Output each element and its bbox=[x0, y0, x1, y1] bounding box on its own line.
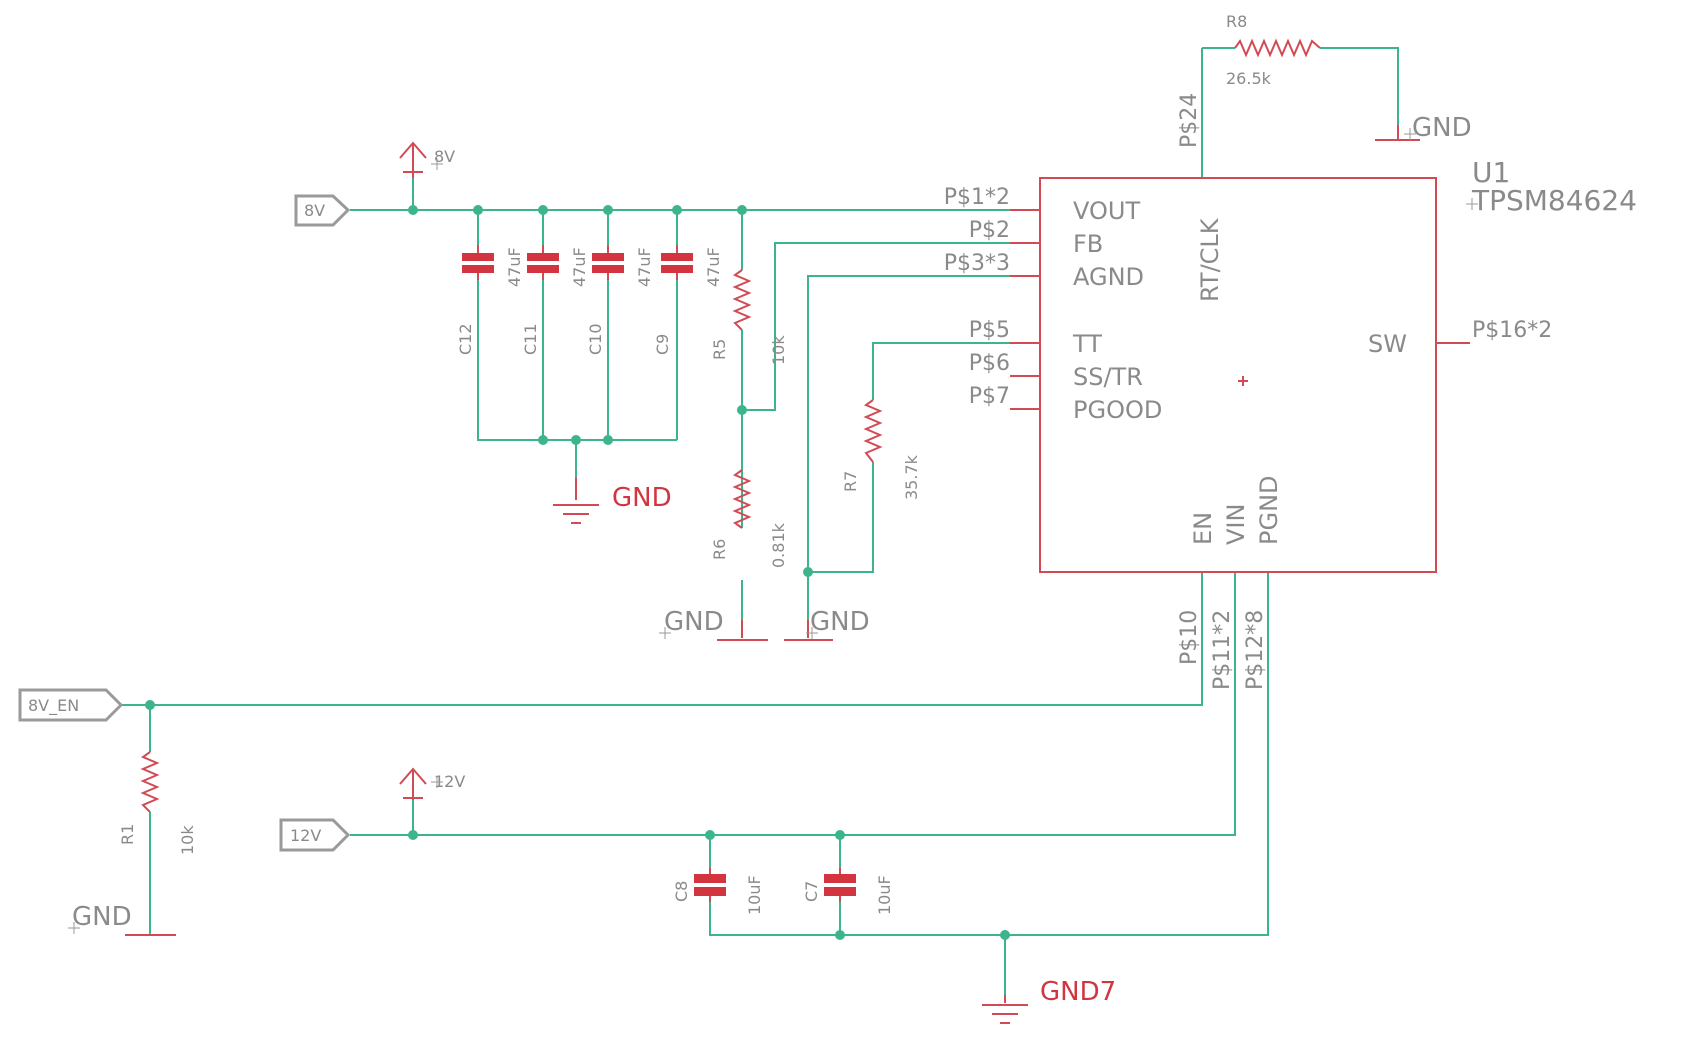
capacitor-c8-name: C8 bbox=[672, 881, 691, 902]
pin-pgnd-label: PGND bbox=[1255, 475, 1283, 545]
capacitor-c10: 47uF C10 bbox=[586, 245, 654, 355]
junctions bbox=[145, 205, 1010, 940]
pin-rtclk-label: RT/CLK bbox=[1196, 217, 1224, 302]
net-label-12v: 12V bbox=[279, 818, 351, 852]
ground-gnd7: GND7 bbox=[982, 977, 1116, 1024]
capacitor-c9-name: C9 bbox=[653, 334, 672, 355]
pin-fb-label: FB bbox=[1073, 230, 1103, 258]
ground-caps: GND bbox=[553, 478, 672, 524]
pin-en-label: EN bbox=[1189, 512, 1217, 545]
resistor-r7-value: 35.7k bbox=[902, 454, 921, 500]
pin-number-rtclk: P$24 bbox=[1177, 93, 1202, 148]
resistor-r7: R7 35.7k bbox=[841, 399, 921, 500]
resistor-r1: R1 10k bbox=[118, 751, 197, 855]
supply-12v-label: 12V bbox=[434, 772, 465, 791]
capacitor-c12-value: 47uF bbox=[505, 247, 524, 287]
ground-caps-label: GND bbox=[612, 483, 672, 513]
pin-number-fb: P$2 bbox=[969, 218, 1010, 243]
capacitor-c10-name: C10 bbox=[586, 323, 605, 355]
net-label-8v-en: 8V_EN bbox=[18, 688, 124, 722]
capacitor-c8-value: 10uF bbox=[745, 875, 764, 915]
pin-sw-label: SW bbox=[1368, 330, 1407, 358]
net-label-8v: 8V bbox=[294, 194, 351, 227]
ground-gnd7-label: GND7 bbox=[1040, 977, 1116, 1007]
resistor-r6-value: 0.81k bbox=[769, 522, 788, 568]
resistor-r8-value: 26.5k bbox=[1226, 69, 1272, 88]
capacitor-c10-value: 47uF bbox=[635, 247, 654, 287]
resistor-r1-name: R1 bbox=[118, 824, 137, 845]
ground-r8: GND bbox=[1375, 113, 1472, 143]
pin-number-sstr: P$6 bbox=[969, 351, 1010, 376]
capacitor-c12: 47uF C12 bbox=[456, 245, 524, 355]
ic-u1: U1 TPSM84624 VOUT FB AGND TT SS/TR PGOOD… bbox=[944, 93, 1637, 690]
resistor-r8: R8 26.5k bbox=[1226, 12, 1321, 88]
resistor-r1-value: 10k bbox=[178, 825, 197, 855]
pin-sstr-label: SS/TR bbox=[1073, 363, 1143, 391]
resistor-r5: R5 10k bbox=[710, 269, 788, 365]
capacitor-c7-name: C7 bbox=[802, 881, 821, 902]
resistor-r7-name: R7 bbox=[841, 471, 860, 492]
capacitor-c8: 10uF C8 bbox=[672, 868, 764, 915]
pin-agnd-label: AGND bbox=[1073, 263, 1144, 291]
net-label-8v-en-text: 8V_EN bbox=[28, 696, 79, 716]
net-label-12v-text: 12V bbox=[290, 826, 321, 845]
ground-r1-label: GND bbox=[72, 902, 132, 932]
pin-number-agnd: P$3*3 bbox=[944, 251, 1010, 276]
pin-number-vin: P$11*2 bbox=[1210, 610, 1235, 690]
capacitor-c11-value: 47uF bbox=[570, 247, 589, 287]
net-label-8v-text: 8V bbox=[304, 201, 325, 220]
resistor-r5-name: R5 bbox=[710, 339, 729, 360]
capacitor-c12-name: C12 bbox=[456, 323, 475, 355]
ground-r1: GND bbox=[72, 902, 176, 936]
resistor-r6: R6 0.81k bbox=[710, 469, 788, 568]
ground-r8-label: GND bbox=[1412, 113, 1472, 143]
resistor-r6-name: R6 bbox=[710, 539, 729, 560]
ground-r7-label: GND bbox=[810, 607, 870, 637]
ic-u1-value: TPSM84624 bbox=[1471, 184, 1637, 217]
supply-8v-label: 8V bbox=[434, 147, 455, 166]
pin-number-tt: P$5 bbox=[969, 318, 1010, 343]
capacitor-c7: 10uF C7 bbox=[802, 868, 894, 915]
supply-8v: 8V bbox=[399, 141, 455, 178]
wires bbox=[122, 47, 1399, 995]
pin-number-pgnd: P$12*8 bbox=[1243, 610, 1268, 690]
pin-vin-label: VIN bbox=[1222, 504, 1250, 545]
pin-tt-label: TT bbox=[1072, 330, 1102, 358]
ic-u1-name: U1 bbox=[1472, 156, 1510, 189]
ground-r6-label: GND bbox=[664, 607, 724, 637]
resistor-r5-value: 10k bbox=[769, 335, 788, 365]
supply-12v: 12V bbox=[399, 767, 465, 800]
resistor-r8-name: R8 bbox=[1226, 12, 1247, 31]
capacitor-c9-value: 47uF bbox=[704, 247, 723, 287]
capacitor-c7-value: 10uF bbox=[875, 875, 894, 915]
capacitor-c11-name: C11 bbox=[521, 323, 540, 355]
pin-number-sw: P$16*2 bbox=[1472, 318, 1552, 343]
pin-number-pgood: P$7 bbox=[969, 384, 1010, 409]
capacitor-c11: 47uF C11 bbox=[521, 245, 589, 355]
ground-r7: GND bbox=[784, 607, 870, 641]
ground-r6: GND bbox=[664, 607, 768, 641]
origin-markers bbox=[68, 128, 1478, 934]
pin-pgood-label: PGOOD bbox=[1073, 396, 1162, 424]
capacitor-c9: 47uF C9 bbox=[653, 245, 723, 355]
pin-number-en: P$10 bbox=[1177, 610, 1202, 665]
pin-vout-label: VOUT bbox=[1073, 197, 1140, 225]
pin-number-vout: P$1*2 bbox=[944, 185, 1010, 210]
